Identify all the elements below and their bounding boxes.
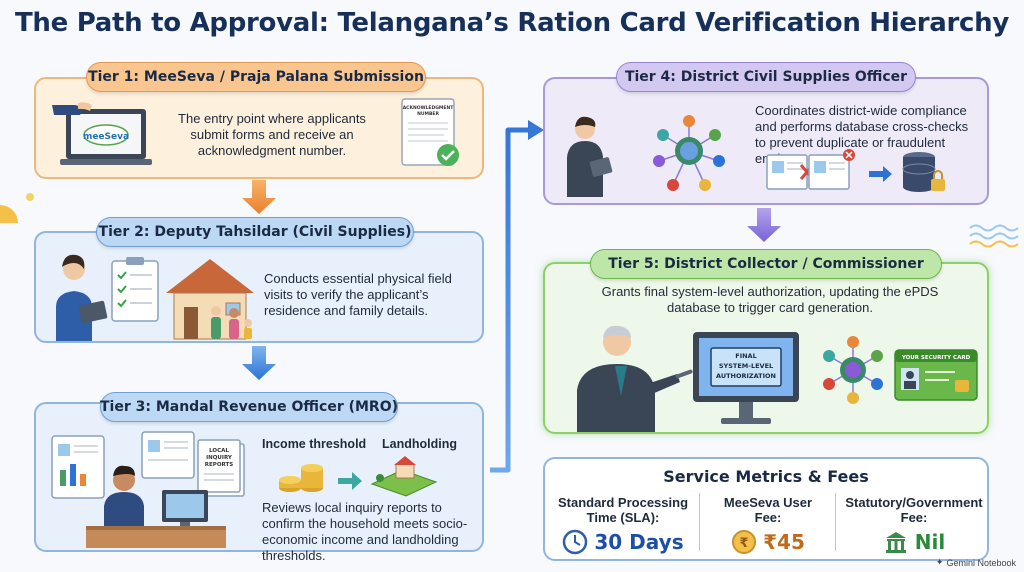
metric-government-fee: Statutory/Government Fee: Nil xyxy=(843,495,985,555)
tier-5-label: Tier 5: District Collector / Commissione… xyxy=(590,249,942,279)
svg-text:ACKNOWLEDGMENT: ACKNOWLEDGMENT xyxy=(403,105,455,111)
svg-text:₹: ₹ xyxy=(740,536,749,551)
svg-text:REPORTS: REPORTS xyxy=(205,462,233,468)
clock-icon xyxy=(563,529,588,555)
arrow-right-icon xyxy=(338,472,362,490)
metric-government-fee-label: Statutory/Government Fee: xyxy=(845,495,983,525)
svg-text:FINAL: FINAL xyxy=(735,352,756,360)
metrics-divider xyxy=(699,493,700,551)
income-threshold-label: Income threshold xyxy=(262,437,367,451)
service-metrics-card: Service Metrics & Fees Standard Processi… xyxy=(543,457,989,561)
tier-3-card: LOCAL INQUIRY REPORTS Income threshold L… xyxy=(34,402,484,563)
tier-1-description: The entry point where applicants submit … xyxy=(178,111,366,158)
coin-icon: ₹ xyxy=(732,530,757,554)
decorative-shapes-left xyxy=(0,193,34,223)
arrow-tier3-to-tier4 xyxy=(490,127,530,473)
metric-processing-time-label: Standard Processing Time (SLA): xyxy=(557,495,689,525)
arrow-tier2-to-tier3 xyxy=(242,346,276,380)
coins-stack-icon xyxy=(279,464,323,492)
metrics-title: Service Metrics & Fees xyxy=(663,467,869,486)
metrics-divider xyxy=(835,493,836,551)
tier-4-description: Coordinates district-wide compliance and… xyxy=(755,103,969,166)
acknowledgment-document-icon: ACKNOWLEDGMENT NUMBER xyxy=(401,98,459,166)
tier-5-card: Grants final system-level authorization,… xyxy=(543,262,989,434)
svg-text:LOCAL: LOCAL xyxy=(209,448,229,454)
tier-5-description: Grants final system-level authorization,… xyxy=(601,284,939,315)
landholding-icon xyxy=(370,456,438,497)
tier-3-description: Reviews local inquiry reports to confirm… xyxy=(262,500,468,563)
arrow-tier1-to-tier2 xyxy=(242,180,276,214)
metric-user-fee: MeeSeva User Fee: ₹ ₹45 xyxy=(709,495,827,555)
cross-check-icons xyxy=(766,149,945,192)
field-visit-illustration xyxy=(56,254,254,341)
metric-processing-time-value: 30 Days xyxy=(594,530,684,554)
tier-4-label: Tier 4: District Civil Supplies Officer xyxy=(616,62,916,92)
metric-user-fee-value: ₹45 xyxy=(763,530,805,554)
government-building-icon xyxy=(885,532,906,553)
tier-2-card: Conducts essential physical field visits… xyxy=(34,231,484,343)
mro-office-illustration: LOCAL INQUIRY REPORTS xyxy=(51,431,245,548)
footer-credit: ✦ Gemini Notebook xyxy=(936,557,1016,568)
security-card-icon: YOUR SECURITY CARD xyxy=(894,349,978,401)
tier-1-label: Tier 1: MeeSeva / Praja Palana Submissio… xyxy=(86,62,426,92)
metric-user-fee-label: MeeSeva User Fee: xyxy=(723,495,813,525)
metric-processing-time: Standard Processing Time (SLA): 30 Days xyxy=(553,495,693,555)
landholding-label: Landholding xyxy=(382,437,457,451)
svg-text:AUTHORIZATION: AUTHORIZATION xyxy=(716,372,776,380)
tier-1-card: meeSeva The entry point where applicants… xyxy=(34,77,484,179)
income-land-icons xyxy=(279,456,438,497)
metric-government-fee-value: Nil xyxy=(914,530,946,554)
decorative-waves-right xyxy=(969,224,1019,248)
collector-authorization-illustration: FINAL SYSTEM-LEVEL AUTHORIZATION YOUR SE… xyxy=(577,325,978,432)
sparkle-icon: ✦ xyxy=(935,557,944,567)
svg-text:INQUIRY: INQUIRY xyxy=(206,455,233,461)
svg-text:YOUR SECURITY CARD: YOUR SECURITY CARD xyxy=(901,355,971,361)
arrow-tier4-to-tier5 xyxy=(747,208,781,242)
tier-2-label: Tier 2: Deputy Tahsildar (Civil Supplies… xyxy=(96,217,414,247)
tier-4-card: Coordinates district-wide compliance and… xyxy=(543,77,989,205)
svg-text:NUMBER: NUMBER xyxy=(417,111,439,117)
laptop-submission-icon: meeSeva xyxy=(52,102,152,165)
page-title: The Path to Approval: Telangana’s Ration… xyxy=(15,8,1009,38)
footer-text: Gemini Notebook xyxy=(946,557,1016,568)
tier-2-description: Conducts essential physical field visits… xyxy=(264,271,452,318)
secure-database-icon xyxy=(902,152,945,192)
meeseva-logo-text: meeSeva xyxy=(83,132,129,142)
svg-text:SYSTEM-LEVEL: SYSTEM-LEVEL xyxy=(719,362,773,370)
district-officer-network-illustration xyxy=(567,115,725,197)
tier-3-label: Tier 3: Mandal Revenue Officer (MRO) xyxy=(100,392,398,422)
